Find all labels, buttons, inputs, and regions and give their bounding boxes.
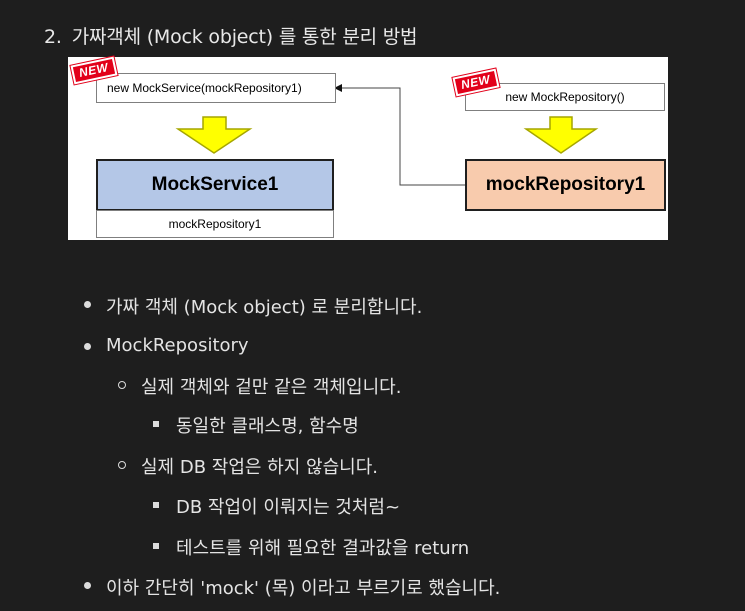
bullet-circle [118,381,126,389]
new-mockservice-label: new MockService(mockRepository1) [107,81,302,95]
bullet-square [153,421,159,427]
mockservice-title: MockService1 [151,174,279,195]
bullet-disc [84,582,91,589]
mockservice-field-box: mockRepository1 [96,210,334,238]
list-item: 가짜 객체 (Mock object) 로 분리합니다. [106,297,423,318]
bullet-disc [84,343,91,350]
connector-line [338,87,466,186]
list-item: DB 작업이 이뤄지는 것처럼~ [176,497,401,518]
mockrepository-title: mockRepository1 [485,174,646,195]
section-heading: 2. 가짜객체 (Mock object) 를 통한 분리 방법 [44,22,417,49]
mockservice-class-box: MockService1 [96,159,334,211]
list-item: 테스트를 위해 필요한 결과값을 return [176,538,470,559]
left-down-arrow [175,116,253,154]
heading-number: 2. [44,26,62,48]
new-mockservice-box: new MockService(mockRepository1) [96,73,336,103]
list-item: MockRepository [106,335,249,356]
new-mockrepository-label: new MockRepository() [505,90,625,104]
list-item: 실제 객체와 겉만 같은 객체입니다. [141,377,402,398]
bullet-disc [84,301,91,308]
mock-diagram: new MockService(mockRepository1) new Moc… [68,56,668,240]
list-item: 동일한 클래스명, 함수명 [176,416,359,437]
connector-arrowhead [334,84,342,92]
new-mockrepository-box: new MockRepository() [465,83,665,111]
bullet-circle [118,461,126,469]
bullet-square [153,543,159,549]
heading-text: 가짜객체 (Mock object) 를 통한 분리 방법 [71,26,418,48]
right-down-arrow [523,116,599,154]
mockservice-field: mockRepository1 [168,217,262,231]
list-item: 실제 DB 작업은 하지 않습니다. [141,457,378,478]
mockrepository-class-box: mockRepository1 [465,159,666,211]
diagram-arrows [175,84,599,186]
list-item: 이하 간단히 'mock' (목) 이라고 부르기로 했습니다. [106,578,501,599]
bullet-square [153,502,159,508]
